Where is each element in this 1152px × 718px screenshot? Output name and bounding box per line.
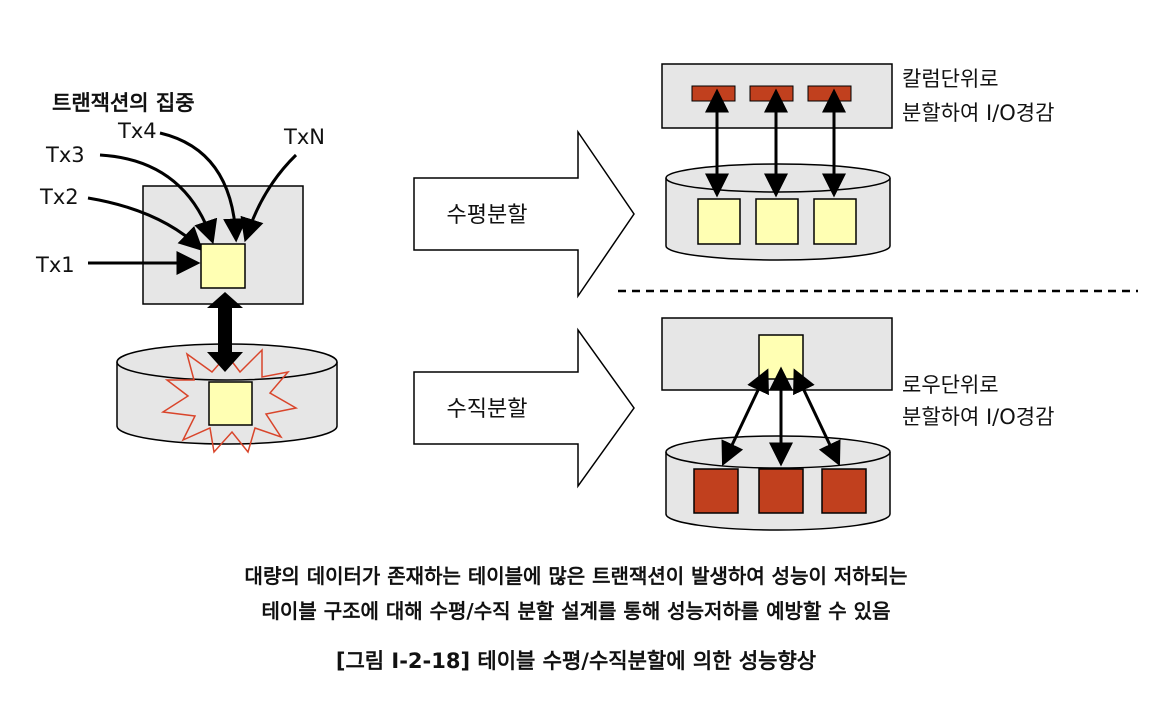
column-bar (807, 85, 852, 102)
caption-line1: 대량의 데이터가 존재하는 테이블에 많은 트랜잭션이 발생하여 성능이 저하되… (245, 564, 908, 588)
vertical-note-line1: 로우단위로 (902, 373, 999, 397)
tx4-label: Tx4 (117, 119, 157, 143)
tx2-arrow (87, 196, 204, 252)
contended-cell (208, 381, 253, 426)
column-cell (697, 198, 741, 245)
contention-burst (160, 348, 299, 454)
access-double-arrow (207, 292, 243, 372)
target-cell (200, 243, 246, 289)
vertical-note-line2: 분할하여 I/O경감 (902, 405, 1054, 429)
row-cell (758, 334, 804, 380)
figure-title: [그림 Ⅰ-2-18] 테이블 수평/수직분할에 의한 성능향상 (336, 649, 816, 673)
column-bar (691, 85, 736, 102)
row-io-arrow (793, 368, 841, 467)
left-diagram: 트랜잭션의 집중 Tx1 Tx2 Tx3 Tx4 TxN (35, 91, 338, 454)
vertical-arrow: 수직분할 (413, 327, 635, 489)
txn-label: TxN (283, 125, 325, 149)
tx2-label: Tx2 (39, 185, 79, 209)
row-partition-block (693, 468, 739, 514)
horizontal-arrow: 수평분할 (413, 129, 635, 299)
row-io-arrow (721, 368, 769, 467)
tx1-label: Tx1 (35, 253, 75, 277)
horizontal-note-line2: 분할하여 I/O경감 (902, 101, 1054, 125)
caption-line2: 테이블 구조에 대해 수평/수직 분할 설계를 통해 성능저하를 예방할 수 있… (262, 599, 891, 623)
row-partition-block (758, 468, 804, 514)
tx4-arrow (159, 131, 248, 243)
horizontal-arrow-label: 수평분할 (447, 203, 528, 228)
horizontal-note-line1: 칼럼단위로 (902, 67, 999, 91)
concentration-title: 트랜잭션의 집중 (52, 91, 195, 115)
tx3-arrow (99, 153, 218, 245)
transaction-arrows (87, 131, 298, 275)
horizontal-partition: 칼럼단위로 분할하여 I/O경감 (661, 63, 1054, 261)
database-cylinder (116, 343, 338, 445)
tx3-label: Tx3 (45, 143, 85, 167)
vertical-partition: 로우단위로 분할하여 I/O경감 (661, 317, 1054, 531)
vertical-arrow-label: 수직분할 (447, 397, 528, 422)
txn-arrow (240, 153, 298, 243)
column-bar (749, 85, 794, 102)
column-cell (755, 198, 799, 245)
row-partition-block (821, 468, 867, 514)
column-cell (813, 198, 857, 245)
